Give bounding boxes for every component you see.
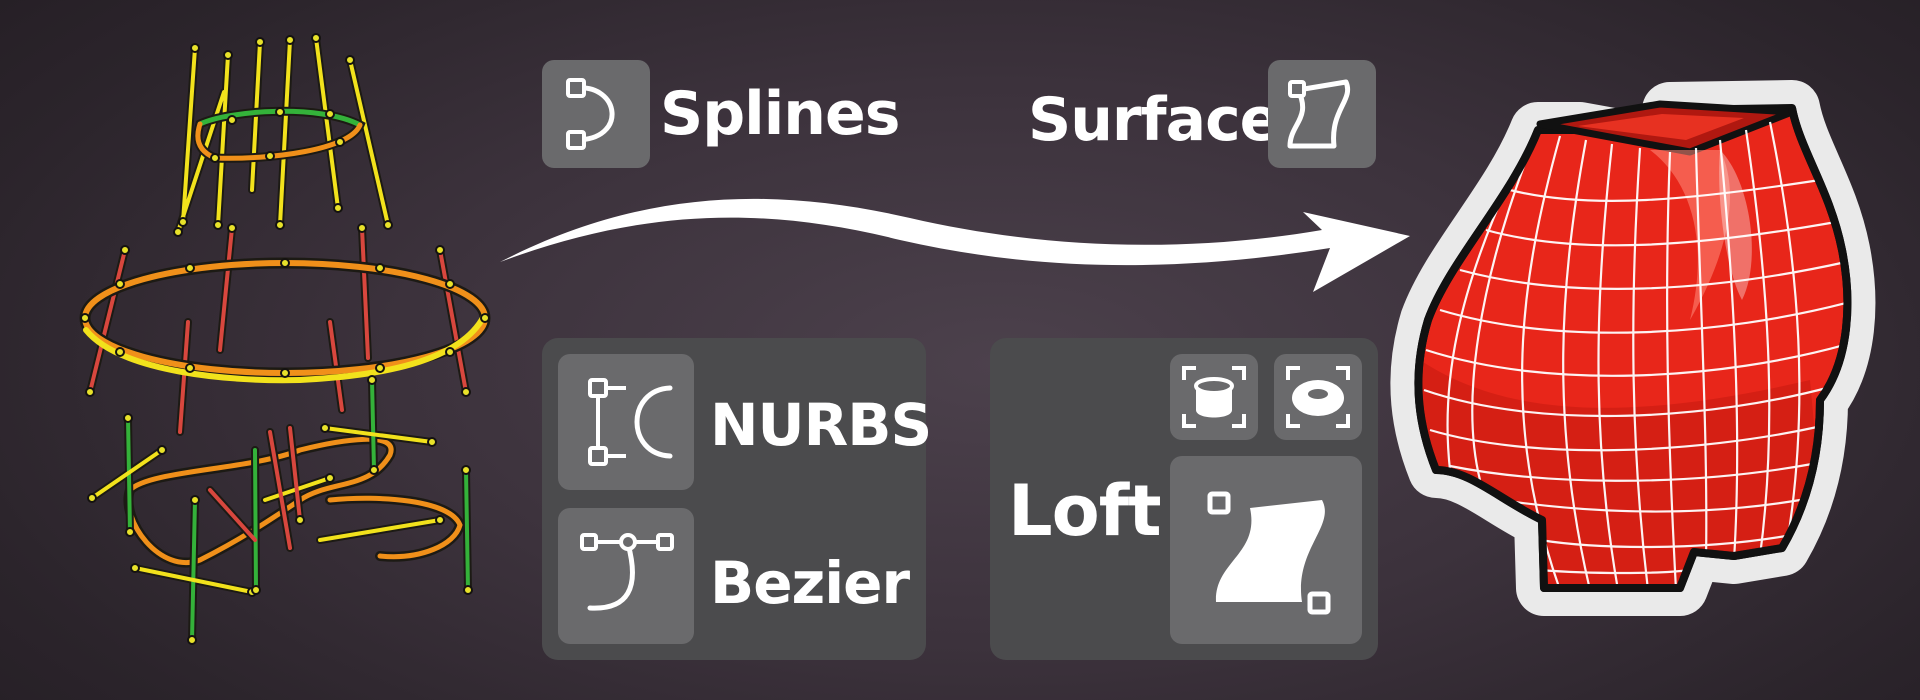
surface-patch-icon bbox=[1287, 79, 1350, 149]
lofted-surface-illustration bbox=[1390, 80, 1876, 616]
loft-surface-icon bbox=[1207, 491, 1331, 615]
nurbs-icon-tile[interactable] bbox=[558, 354, 694, 490]
spline-types-panel: NURBS Bezier bbox=[542, 338, 932, 660]
spline-cage-illustration bbox=[79, 33, 491, 645]
splines-icon-tile[interactable] bbox=[542, 60, 650, 168]
bezier-curve-icon bbox=[580, 533, 674, 611]
spline-curve-icon bbox=[566, 78, 615, 150]
surface-icon-tile[interactable] bbox=[1268, 60, 1376, 168]
loft-panel: Loft bbox=[990, 338, 1378, 660]
nurbs-label: NURBS bbox=[710, 391, 932, 459]
bezier-label: Bezier bbox=[710, 549, 910, 617]
nurbs-curve-icon bbox=[588, 378, 673, 466]
loft-cylinder-icon bbox=[1182, 366, 1246, 428]
loft-torus-tile[interactable] bbox=[1274, 354, 1362, 440]
loft-torus-icon bbox=[1286, 366, 1350, 428]
surface-label: Surface bbox=[1028, 85, 1280, 155]
splines-label: Splines bbox=[660, 79, 900, 149]
loft-label: Loft bbox=[1008, 470, 1162, 552]
loft-cylinder-tile[interactable] bbox=[1170, 354, 1258, 440]
loft-surface-tile[interactable] bbox=[1170, 456, 1362, 644]
bezier-icon-tile[interactable] bbox=[558, 508, 694, 644]
